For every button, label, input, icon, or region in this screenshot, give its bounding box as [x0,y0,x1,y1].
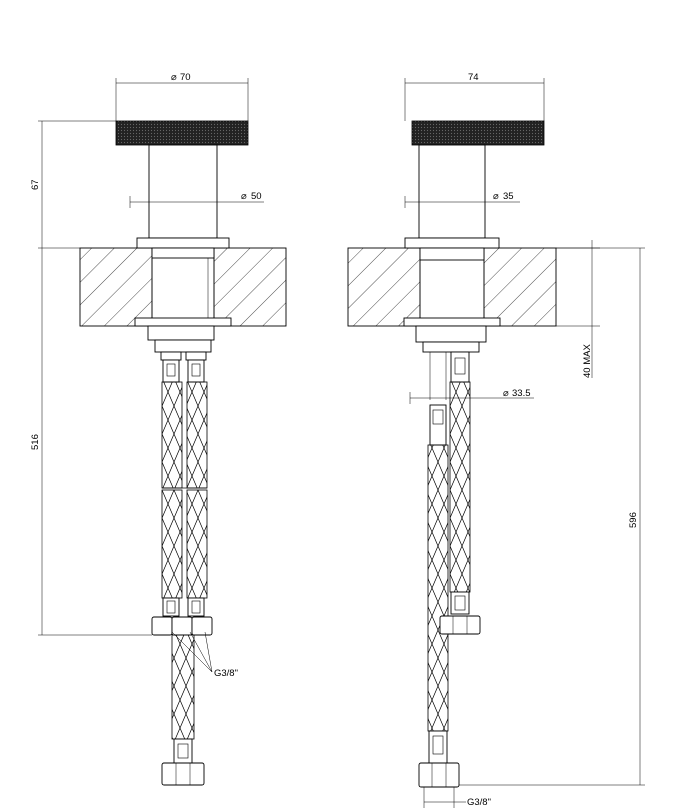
side-handle [411,120,545,146]
side-top-width-label: 74 [468,72,479,83]
front-handle [115,120,249,146]
side-total-length-label: 596 [628,512,639,528]
front-dim-516: 516 [30,248,152,636]
front-thread-callout: G3/8" [171,631,238,679]
side-dim-hole: ⌀ 33.5 [409,388,534,404]
side-dim-40max: 40 MAX [556,240,600,378]
side-thread-label: G3/8" [467,797,491,808]
front-stem [134,144,232,353]
side-hoses [418,351,481,788]
front-hoses [151,351,213,786]
front-length-label: 516 [30,434,41,450]
diameter-symbol: ⌀ [241,191,247,202]
side-dim-596: 596 [459,247,645,786]
front-dim-top: ⌀ 70 [115,72,249,121]
side-countertop [347,247,557,327]
front-height-label: 67 [30,179,41,190]
side-view: 74 ⌀ 35 ⌀ 33.5 40 MAX 596 [347,72,645,808]
front-thread-label: G3/8" [214,668,238,679]
front-view: ⌀ 70 ⌀ 50 67 516 G3/8" [30,72,287,786]
side-dim-top: 74 [404,72,545,121]
side-dim-stem: ⌀ 35 [404,191,520,208]
side-hole-diameter-label: 33.5 [512,388,531,399]
side-thread-callout: G3/8" [423,787,491,808]
side-stem [403,144,501,353]
diameter-symbol: ⌀ [503,388,509,399]
diameter-symbol: ⌀ [171,72,177,83]
front-stem-diameter-label: 50 [251,191,262,202]
front-dim-67: 67 [30,120,116,249]
diameter-symbol: ⌀ [493,191,499,202]
front-dim-stem: ⌀ 50 [129,191,264,208]
side-stem-diameter-label: 35 [503,191,514,202]
side-counter-max-label: 40 MAX [582,344,593,378]
front-countertop [79,247,287,327]
front-top-width-label: 70 [180,72,191,83]
